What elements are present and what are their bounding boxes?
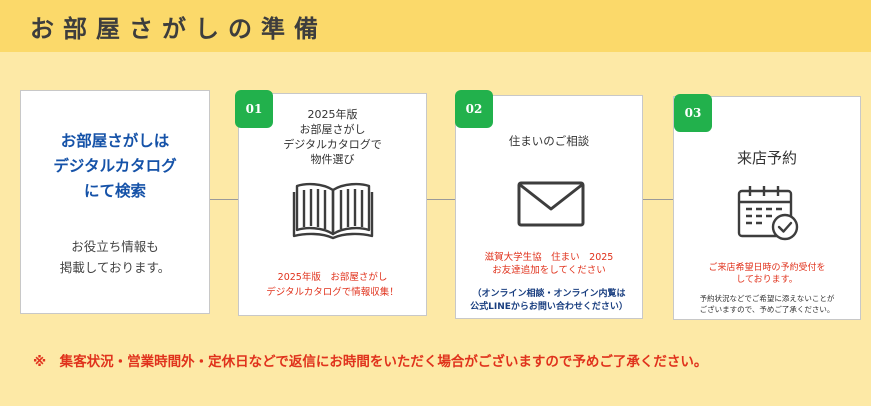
step-card-02[interactable]: 住まいのご相談 滋賀大学生協 住まい 2025 お友達追加をしてください （オン… [455, 95, 643, 319]
open-book-icon [292, 182, 374, 240]
step-card-01[interactable]: 2025年版 お部屋さがし デジタルカタログで 物件選び 2025年版 お部屋さ… [238, 93, 427, 316]
intro-title: お部屋さがしは デジタルカタログ にて検索 [53, 132, 177, 200]
step-note: 2025年版 お部屋さがし デジタルカタログで情報収集！ [266, 272, 399, 298]
intro-body: お役立ち情報も 掲載しております。 [59, 239, 171, 275]
footnote: ※ 集客状況・営業時間外・定休日などで返信にお時間をいただく場合がございますので… [33, 354, 708, 370]
connector-line [209, 199, 239, 200]
step-note: ご来店希望日時の予約受付を しております。 [708, 263, 826, 285]
step-title: 2025年版 お部屋さがし デジタルカタログで 物件選び [283, 108, 382, 166]
step-title: 来店予約 [736, 149, 797, 167]
step-title: 住まいのご相談 [508, 134, 590, 148]
header-bar: お部屋さがしの準備 [0, 0, 871, 52]
step-sub-note: 予約状況などでご希望に添えないことが ございますので、予めご了承ください。 [699, 294, 835, 314]
step-badge-01: 01 [235, 90, 273, 128]
page-title: お部屋さがしの準備 [30, 15, 327, 43]
step-card-03[interactable]: 来店予約 ご来店希望日時の予約受付を しております。 予約状況などでご希望に添え… [673, 96, 861, 320]
calendar-check-icon [737, 186, 799, 241]
step-sub-note: （オンライン相談・オンライン内覧は 公式LINEからお問い合わせください） [470, 289, 628, 312]
envelope-icon [517, 181, 585, 227]
connector-line [426, 199, 456, 200]
intro-card[interactable]: お部屋さがしは デジタルカタログ にて検索 お役立ち情報も 掲載しております。 [20, 90, 210, 314]
step-badge-03: 03 [674, 94, 712, 132]
step-note: 滋賀大学生協 住まい 2025 お友達追加をしてください [484, 252, 614, 276]
step-badge-02: 02 [455, 90, 493, 128]
connector-line [642, 199, 673, 200]
